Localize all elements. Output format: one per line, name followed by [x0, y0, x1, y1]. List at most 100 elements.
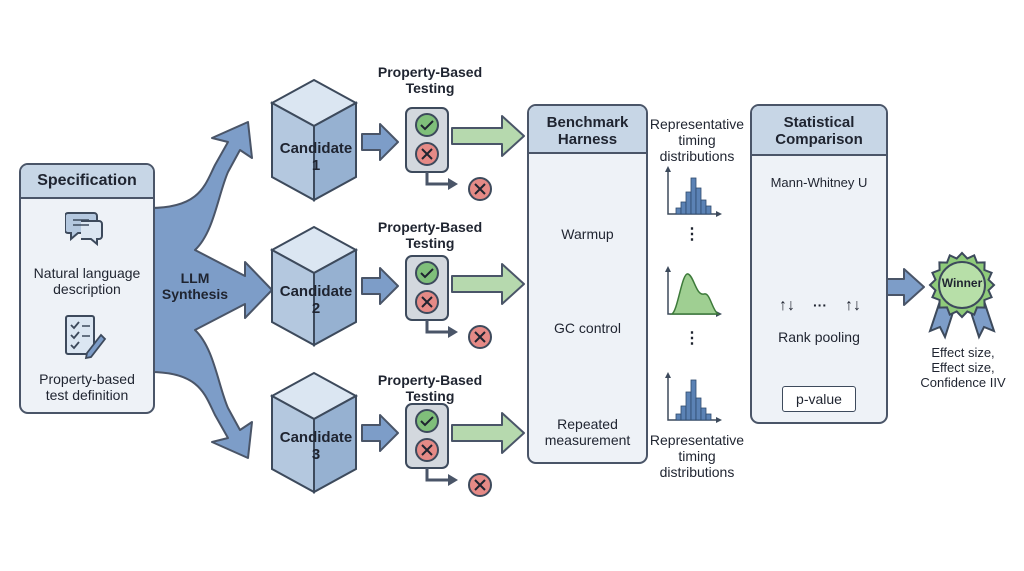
cube-to-pbt-arrows — [361, 123, 399, 452]
histogram-bar — [680, 201, 687, 215]
candidate-2-line1: Candidate — [279, 283, 353, 300]
pbt-label-2: Property-Based Testing — [362, 219, 498, 251]
candidate-1-line2: 1 — [311, 157, 321, 175]
distributions-bottom-line1: Representative — [649, 432, 745, 448]
synthesis-fan-arrow — [149, 121, 273, 459]
spec-item-2-line2: test definition — [45, 387, 129, 404]
pbt-label-1-line1: Property-Based — [377, 64, 483, 80]
candidate-1-label: Candidate 1 — [264, 140, 368, 175]
fail-x-icon — [415, 438, 439, 462]
pvalue-box: p-value — [782, 386, 856, 412]
statistical-comparison-panel: Statistical Comparison Mann-Whitney U ↑↓… — [750, 104, 888, 424]
candidate-3-line1: Candidate — [279, 429, 353, 446]
pbt-label-1-line2: Testing — [405, 80, 455, 97]
fail-branch-arrow — [425, 468, 458, 486]
pass-check-icon — [415, 261, 439, 285]
specification-title: Specification — [21, 165, 153, 199]
spec-item-2-label: Property-based test definition — [21, 371, 153, 403]
stats-title: Statistical Comparison — [752, 106, 886, 156]
pbt-to-harness-arrows — [451, 115, 525, 454]
candidate-cube-1 — [269, 78, 359, 202]
histogram-bar — [685, 391, 692, 421]
llm-synthesis-label: LLM Synthesis — [152, 270, 238, 302]
harness-step-warmup: Warmup — [561, 226, 614, 242]
pbt-label-3-line1: Property-Based — [377, 372, 483, 388]
harness-title: Benchmark Harness — [529, 106, 646, 154]
timing-distribution-chart-3 — [665, 372, 722, 423]
harness-step-repeated-line1: Repeated — [557, 416, 618, 432]
fail-branch-arrow — [425, 172, 458, 190]
histogram-bar — [675, 413, 682, 421]
pbt-label-2-line2: Testing — [405, 235, 455, 252]
distributions-label-bottom: Representative timing distributions — [645, 432, 749, 480]
fail-x-icon — [415, 290, 439, 314]
pass-check-icon — [415, 409, 439, 433]
distributions-top-line2: timing — [678, 132, 716, 149]
sort-glyph-left: ↑↓ — [779, 297, 795, 314]
pbt-label-3-line2: Testing — [405, 388, 455, 405]
specification-panel: Specification Natural language descripti… — [19, 163, 155, 414]
histogram-bar — [700, 199, 707, 215]
pbt-label-2-line1: Property-Based — [377, 219, 483, 235]
timing-distribution-chart-1 — [665, 166, 722, 217]
stats-to-winner-arrow — [885, 268, 925, 306]
candidate-3-line2: 3 — [311, 446, 321, 464]
candidate-3-label: Candidate 3 — [264, 429, 368, 464]
histogram-bar — [695, 187, 702, 215]
fail-x-icon — [415, 142, 439, 166]
histogram-bar — [695, 397, 702, 421]
pass-check-icon — [415, 113, 439, 137]
candidate-cube-2 — [269, 225, 359, 347]
histogram-bar — [685, 191, 692, 215]
harness-step-repeated-line2: measurement — [544, 432, 631, 449]
histogram-bar — [675, 207, 682, 215]
candidate-2-label: Candidate 2 — [264, 283, 368, 318]
histogram-bar — [690, 177, 697, 215]
sort-between-dots: ··· — [813, 297, 827, 313]
winner-badge-label: Winner — [941, 276, 983, 290]
mann-whitney-label: Mann-Whitney U — [770, 175, 868, 190]
pbt-indicator-2 — [405, 255, 492, 349]
harness-title-line2: Harness — [557, 131, 618, 149]
distributions-bottom-line3: distributions — [659, 464, 735, 481]
llm-synthesis-line1: LLM — [180, 270, 210, 286]
winner-metric-line3: Confidence IIV — [920, 374, 1006, 390]
distributions-ellipsis-1: ⋮ — [684, 226, 700, 243]
reject-x-icon — [468, 473, 492, 497]
pbt-label-1: Property-Based Testing — [362, 64, 498, 96]
candidate-1-line1: Candidate — [279, 140, 353, 157]
timing-distribution-chart-2 — [665, 266, 722, 317]
checklist-icon — [65, 315, 107, 360]
rank-pooling-label: Rank pooling — [752, 329, 886, 346]
winner-metric-line1: Effect size, — [931, 345, 995, 360]
histogram-bar — [700, 407, 707, 421]
harness-step-repeated: Repeated measurement — [529, 416, 646, 448]
distributions-label-top: Representative timing distributions — [645, 116, 749, 164]
candidate-2-line2: 2 — [311, 300, 321, 318]
candidate-cube-3 — [269, 371, 359, 494]
distributions-ellipsis-2: ⋮ — [684, 330, 700, 347]
density-curve — [669, 273, 721, 315]
fail-branch-arrow — [425, 320, 458, 338]
harness-title-line1: Benchmark — [546, 114, 629, 131]
spec-item-1-line1: Natural language — [33, 265, 141, 281]
winner-metrics: Effect size, Effect size, Confidence IIV — [906, 345, 1020, 391]
histogram-bar — [690, 379, 697, 421]
histogram-bar — [705, 413, 712, 421]
spec-item-1-line2: description — [53, 281, 121, 298]
stats-title-line2: Comparison — [775, 131, 863, 149]
chat-bubble-icon — [65, 212, 103, 247]
histogram-bar — [705, 205, 712, 215]
sort-glyph-right: ↑↓ — [845, 297, 861, 314]
distributions-bottom-line2: timing — [678, 448, 716, 465]
llm-synthesis-line2: Synthesis — [161, 286, 229, 303]
winner-badge-icon — [928, 251, 996, 340]
spec-item-1-label: Natural language description — [21, 265, 153, 297]
stats-title-line1: Statistical — [783, 114, 855, 131]
pbt-indicator-1 — [405, 107, 492, 201]
distributions-top-line3: distributions — [659, 148, 735, 165]
pbt-indicator-3 — [405, 403, 492, 497]
pbt-label-3: Property-Based Testing — [362, 372, 498, 404]
distributions-top-line1: Representative — [649, 116, 745, 132]
